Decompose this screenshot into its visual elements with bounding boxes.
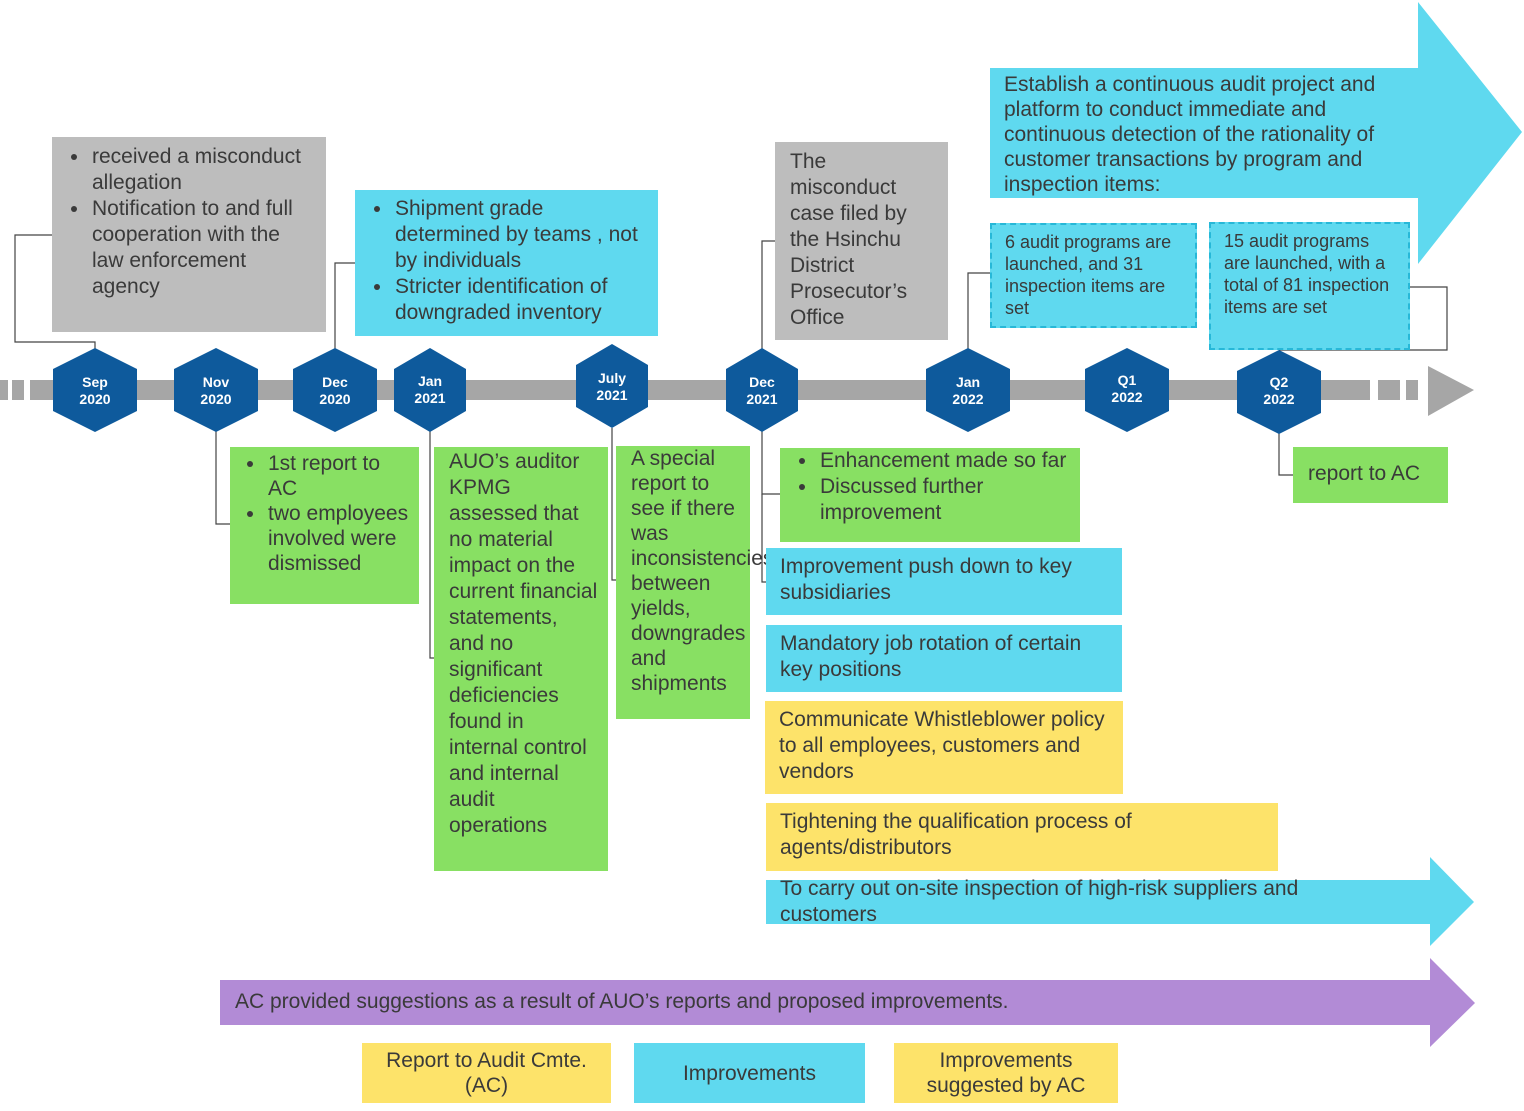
legend-label: Improvements suggested by AC [926,1049,1086,1097]
milestone-year: 2022 [1111,389,1143,405]
bullet-item: Notification to and full cooperation wit… [90,196,316,300]
milestone-label-nov2020: Nov 2020 [176,374,256,408]
onsite-arrow [766,857,1474,946]
box-july2021: A special report to see if there was inc… [616,446,773,719]
milestone-year: 2021 [414,390,446,406]
milestone-hexagon [1237,350,1321,434]
legend-label: Report to Audit Cmte. (AC) [386,1049,587,1097]
timeline-dash [1406,380,1418,400]
connector-q2-2022-bottom [1278,432,1293,476]
box-jan2021: AUO’s auditor KPMG assessed that no mate… [434,447,608,871]
milestone-month: Jan [955,374,981,390]
legend-label: Improvements [682,1061,817,1085]
connector-sep2020 [14,234,96,350]
milestone-month: Q1 [1117,372,1137,388]
box-push-down: Improvement push down to key subsidiarie… [766,548,1122,615]
milestone-month: Q2 [1269,374,1289,390]
milestone-year: 2020 [79,391,111,407]
connector-july2021 [611,428,616,581]
milestone-hexagon [53,348,137,432]
connector-jan2022 [967,272,990,350]
bullet-item: Shipment grade determined by teams , not… [393,196,648,274]
milestone-label-dec2021: Dec 2021 [722,374,802,408]
box-q2-2022-report: report to AC [1293,447,1448,503]
milestone-hexagon [394,348,466,432]
milestone-year: 2021 [596,387,628,403]
milestone-hexagon [174,348,258,432]
connector-q2-2022-top [1279,286,1448,351]
milestone-year: 2020 [200,391,232,407]
box-jan2022: 6 audit programs are launched, and 31 in… [990,223,1197,328]
milestone-year: 2022 [1263,391,1295,407]
box-whistleblower: Communicate Whistleblower policy to all … [765,701,1123,794]
milestone-label-dec2020: Dec 2020 [295,374,375,408]
milestone-label-q2-2022: Q2 2022 [1239,374,1319,408]
bullet-item: received a misconduct allegation [90,144,316,196]
bullet-list: Shipment grade determined by teams , not… [373,196,648,326]
legend-improvements: Improvements [634,1043,865,1103]
connector-dec2021-bottom [761,430,780,495]
milestone-month: Jan [417,373,443,389]
box-dec2020: Shipment grade determined by teams , not… [355,190,658,336]
bullet-list: received a misconduct allegation Notific… [70,144,316,300]
legend-report-to-ac: Report to Audit Cmte. (AC) [362,1043,611,1103]
milestone-hexagon [1085,348,1169,432]
legend-improvements-by-ac: Improvements suggested by AC [894,1043,1118,1103]
milestone-year: 2021 [746,391,778,407]
connector-jan2021 [429,430,434,659]
box-dec2021-bottom: Enhancement made so far Discussed furthe… [780,448,1080,542]
timeline-dash [1378,380,1400,400]
milestone-label-jan2021: Jan 2021 [390,373,470,407]
milestone-label-july2021: July 2021 [572,370,652,404]
milestone-month: Dec [322,374,348,390]
milestone-hexagon [926,348,1010,432]
timeline-dash [12,380,24,400]
bullet-item: Enhancement made so far [818,448,1072,474]
continuous-audit-arrow [990,2,1522,264]
box-tightening: Tightening the qualification process of … [766,803,1278,871]
bullet-item: Stricter identification of downgraded in… [393,274,648,326]
connector-nov2020 [215,430,230,525]
connector-dec2021-pushdown [761,494,766,583]
milestone-month: July [597,370,626,386]
milestone-year: 2020 [319,391,351,407]
timeline-arrowhead [1428,366,1474,416]
bullet-list: Enhancement made so far Discussed furthe… [798,448,1072,526]
milestone-label-q1-2022: Q1 2022 [1087,372,1167,406]
box-sep2020: received a misconduct allegation Notific… [52,137,326,332]
bullet-item: two employees involved were dismissed [266,501,413,576]
milestone-month: Sep [82,374,108,390]
onsite-text: To carry out on-site inspection of high-… [780,877,1299,926]
connector-dec2021-top [761,240,775,350]
milestone-year: 2022 [952,391,984,407]
milestone-month: Dec [749,374,775,390]
box-nov2020: 1st report to AC two employees involved … [230,447,419,604]
continuous-audit-text: Establish a continuous audit project and… [1004,73,1376,196]
box-q2-2022-top: 15 audit programs are launched, with a t… [1209,222,1410,350]
milestone-hexagon [576,344,648,428]
milestone-hexagon [293,348,377,432]
bullet-item: Discussed further improvement [818,474,1072,526]
milestone-hexagon [726,348,798,432]
box-dec2021-top: The misconduct case filed by the Hsinchu… [775,142,948,340]
bullet-list: 1st report to AC two employees involved … [246,451,413,576]
milestone-label-jan2022: Jan 2022 [928,374,1008,408]
bullet-item: 1st report to AC [266,451,413,501]
milestone-month: Nov [202,374,230,390]
milestone-label-sep2020: Sep 2020 [55,374,135,408]
connector-dec2020 [334,262,355,350]
timeline-dash [0,380,8,400]
box-job-rotation: Mandatory job rotation of certain key po… [766,625,1122,692]
ac-arrow-text: AC provided suggestions as a result of A… [235,990,1009,1013]
ac-suggestions-arrow [220,958,1475,1047]
